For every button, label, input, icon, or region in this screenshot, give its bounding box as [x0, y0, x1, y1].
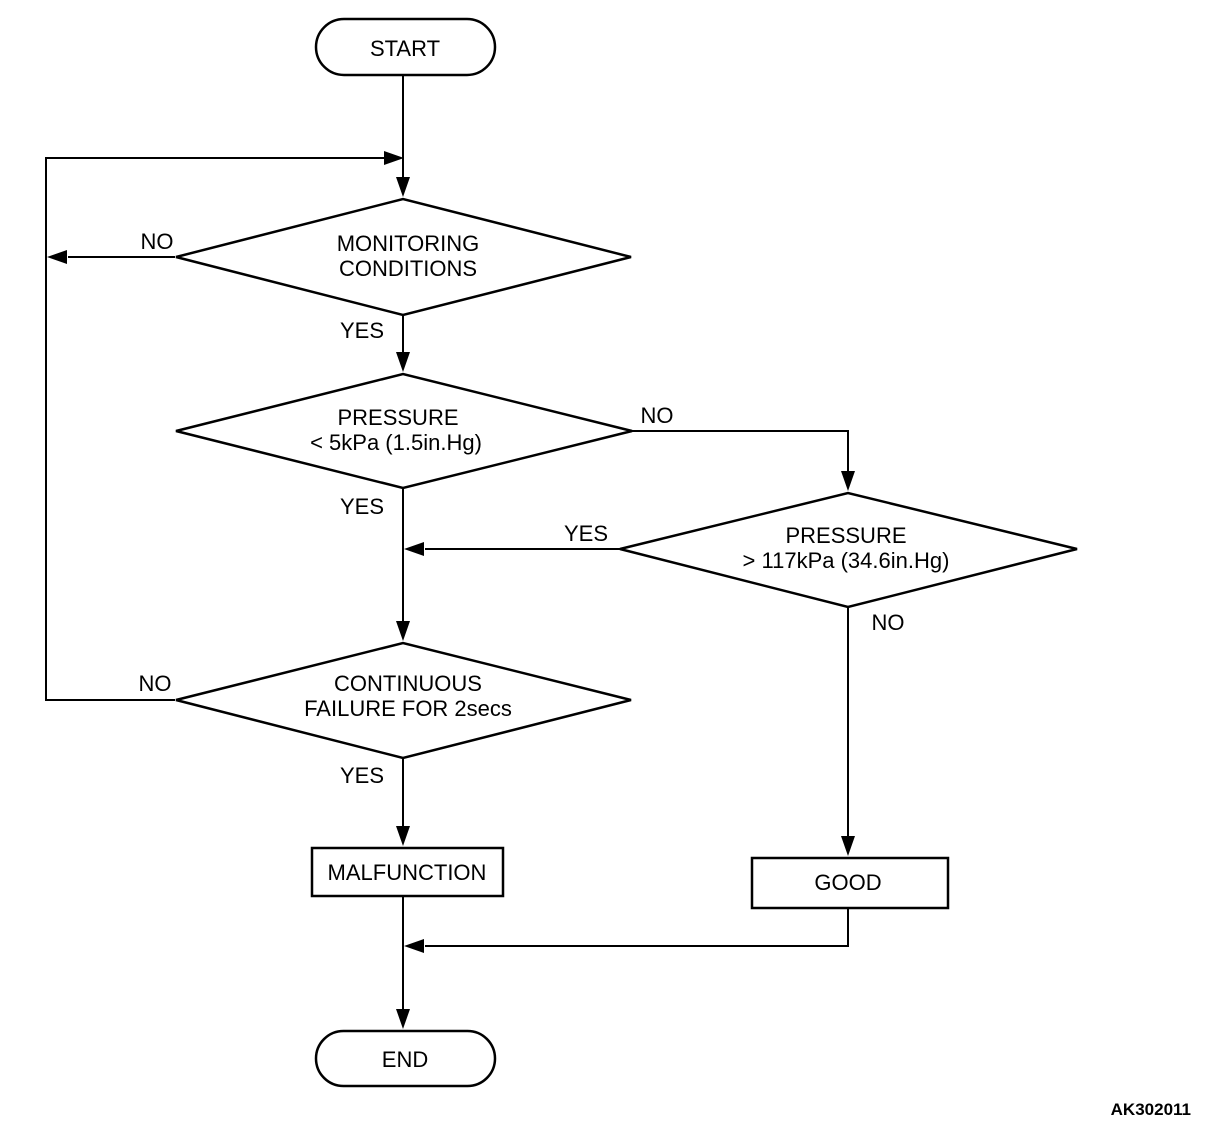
malfunction-box: [310, 846, 505, 898]
arrowhead: [396, 1009, 410, 1029]
arrowhead: [396, 177, 410, 197]
arrowheads: [47, 151, 855, 1029]
end-terminal: [314, 1029, 497, 1088]
start-node: START: [314, 17, 497, 77]
monitoring-diamond: [175, 197, 632, 317]
monitoring-label-line1: MONITORING: [337, 231, 480, 256]
arrowhead: [841, 836, 855, 856]
monitoring-yes-label: YES: [340, 318, 384, 343]
continuous-decision: CONTINUOUS FAILURE FOR 2secs: [175, 641, 632, 760]
continuous-yes-label: YES: [340, 763, 384, 788]
good-label: GOOD: [814, 870, 881, 895]
arrowhead: [404, 542, 424, 556]
continuous-label-line2: FAILURE FOR 2secs: [304, 696, 512, 721]
start-label: START: [370, 36, 440, 61]
pressure-high-label-line1: PRESSURE: [785, 523, 906, 548]
end-label: END: [382, 1047, 428, 1072]
monitoring-label-line2: CONDITIONS: [339, 256, 477, 281]
pressure-low-no-label: NO: [641, 403, 674, 428]
good-box: [750, 856, 950, 910]
arrowhead: [396, 352, 410, 372]
connector-good-to-end: [425, 908, 849, 947]
arrowhead: [841, 471, 855, 491]
pressure-low-label-line2: < 5kPa (1.5in.Hg): [310, 430, 482, 455]
pressure-high-diamond: [619, 491, 1078, 609]
pressure-high-no-label: NO: [872, 610, 905, 635]
loop-back-line: [45, 157, 385, 701]
arrowhead: [384, 151, 404, 165]
arrowhead: [396, 826, 410, 846]
arrowhead: [47, 250, 67, 264]
pressure-high-label-line2: > 117kPa (34.6in.Hg): [743, 548, 950, 573]
start-terminal: [314, 17, 497, 77]
malfunction-label: MALFUNCTION: [328, 860, 487, 885]
pressure-high-yes-label: YES: [564, 521, 608, 546]
pressure-low-yes-label: YES: [340, 494, 384, 519]
monitoring-no-label: NO: [141, 229, 174, 254]
monitoring-decision: MONITORING CONDITIONS: [175, 197, 632, 317]
end-node: END: [314, 1029, 497, 1088]
connectors: [45, 75, 849, 1010]
connector-pressure-low-no: [632, 430, 849, 472]
branch-labels: NO YES NO YES YES NO NO YES: [139, 229, 905, 788]
continuous-diamond: [175, 641, 632, 760]
pressure-low-diamond: [175, 372, 633, 490]
pressure-high-decision: PRESSURE > 117kPa (34.6in.Hg): [619, 491, 1078, 609]
good-node: GOOD: [750, 856, 950, 910]
arrowhead: [404, 939, 424, 953]
malfunction-node: MALFUNCTION: [310, 846, 505, 898]
arrowhead: [396, 621, 410, 641]
continuous-no-label: NO: [139, 671, 172, 696]
pressure-low-label-line1: PRESSURE: [337, 405, 458, 430]
figure-code: AK302011: [1111, 1100, 1191, 1119]
pressure-low-decision: PRESSURE < 5kPa (1.5in.Hg): [175, 372, 633, 490]
continuous-label-line1: CONTINUOUS: [334, 671, 482, 696]
